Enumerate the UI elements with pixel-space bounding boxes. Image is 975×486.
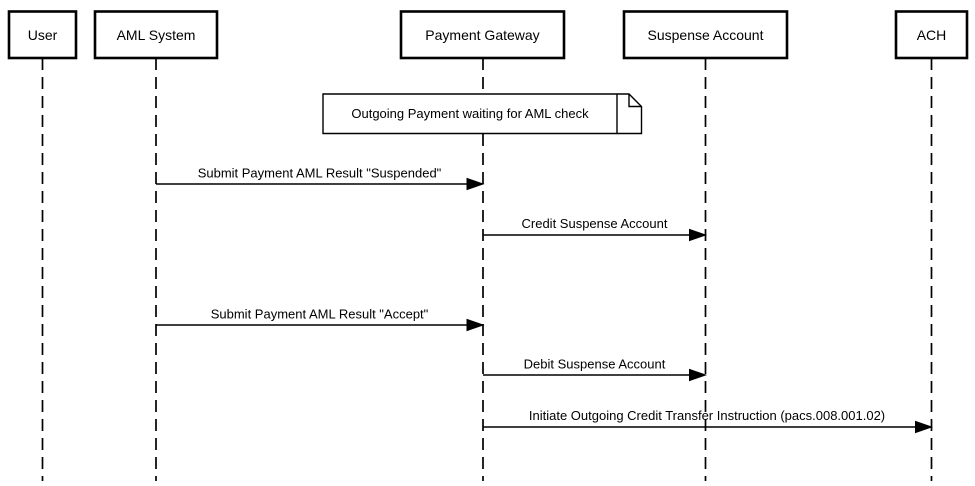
message-initiate-outgoing-credit-transfer: Initiate Outgoing Credit Transfer Instru…	[483, 408, 934, 434]
arrowhead-icon	[466, 177, 485, 191]
actor-label: Payment Gateway	[425, 27, 539, 43]
actor-box	[399, 10, 566, 60]
actor-label: AML System	[117, 27, 196, 43]
actor-aml-system: AML System	[93, 10, 219, 60]
actor-ach: ACH	[894, 10, 969, 60]
actor-suspense-account: Suspense Account	[622, 10, 789, 60]
note-body	[322, 93, 643, 135]
actor-label: Suspense Account	[648, 27, 764, 43]
actor-box	[622, 10, 789, 60]
arrowhead-icon	[689, 368, 708, 382]
arrowhead-icon	[915, 420, 934, 434]
actor-label: ACH	[917, 27, 947, 43]
message-label: Debit Suspense Account	[524, 357, 666, 372]
message-label: Credit Suspense Account	[522, 216, 668, 231]
actor-box	[7, 10, 78, 60]
message-submit-aml-result-accept: Submit Payment AML Result "Accept"	[156, 307, 485, 332]
message-label: Submit Payment AML Result "Suspended"	[198, 166, 442, 181]
message-credit-suspense-account: Credit Suspense Account	[483, 216, 708, 242]
actor-box	[93, 10, 219, 60]
actor-user: User	[7, 10, 78, 60]
note-text: Outgoing Payment waiting for AML check	[351, 106, 589, 121]
arrowhead-icon	[689, 228, 708, 242]
message-submit-aml-result-suspended: Submit Payment AML Result "Suspended"	[156, 166, 485, 191]
actor-payment-gateway: Payment Gateway	[399, 10, 566, 60]
note-outgoing-payment: Outgoing Payment waiting for AML check	[322, 93, 643, 135]
message-label: Submit Payment AML Result "Accept"	[211, 307, 429, 322]
note-fold-icon	[628, 94, 642, 108]
message-label: Initiate Outgoing Credit Transfer Instru…	[529, 408, 885, 423]
arrowhead-icon	[466, 318, 485, 332]
message-debit-suspense-account: Debit Suspense Account	[483, 357, 708, 382]
actor-box	[894, 10, 969, 60]
actor-label: User	[28, 27, 58, 43]
